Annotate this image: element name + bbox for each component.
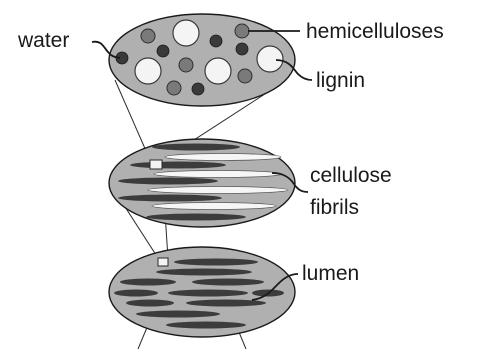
fibril-light: [152, 203, 276, 210]
hemicellulose-particle: [141, 29, 155, 43]
fibril-dark: [146, 214, 246, 221]
fibril-level: [109, 139, 295, 227]
lumen-strand: [156, 269, 252, 276]
label-cellulose: cellulose: [310, 164, 392, 187]
lumen-strand: [192, 279, 264, 286]
label-hemicelluloses: hemicelluloses: [306, 20, 444, 43]
lumen-strand: [174, 259, 258, 266]
lignin-particle: [257, 46, 283, 72]
hemicellulose-particle: [235, 24, 249, 38]
label-lignin: lignin: [316, 69, 365, 92]
label-fibrils: fibrils: [310, 196, 359, 219]
hemicellulose-particle: [238, 69, 252, 83]
fibril-dark: [118, 178, 218, 185]
lumen-strand: [126, 300, 174, 307]
label-water: water: [17, 29, 69, 52]
fibril-light: [148, 187, 288, 194]
lignin-particle: [135, 58, 161, 84]
fibril-light: [154, 171, 282, 178]
lumen-strand: [168, 290, 248, 297]
water-particle: [157, 45, 169, 57]
lignin-particle: [205, 58, 231, 84]
water-particle: [192, 83, 204, 95]
zoom-box-cell: [158, 258, 168, 266]
label-lumen: lumen: [302, 262, 359, 285]
zoom-box-fibril: [150, 160, 162, 169]
hemicellulose-particle: [179, 58, 193, 72]
lumen-strand: [136, 311, 220, 318]
lignin-particle: [173, 20, 199, 46]
fibril-dark: [152, 144, 240, 151]
fibril-light: [165, 154, 281, 161]
fibril-dark: [130, 162, 226, 169]
lumen-strand: [114, 290, 158, 297]
fibril-dark: [118, 195, 222, 202]
water-particle: [210, 35, 222, 47]
lumen-strand: [166, 322, 246, 329]
lumen-strand: [120, 279, 176, 286]
matrix-level: [109, 14, 295, 106]
hemicellulose-particle: [167, 81, 181, 95]
water-particle: [236, 43, 248, 55]
cell-level: [109, 247, 295, 337]
